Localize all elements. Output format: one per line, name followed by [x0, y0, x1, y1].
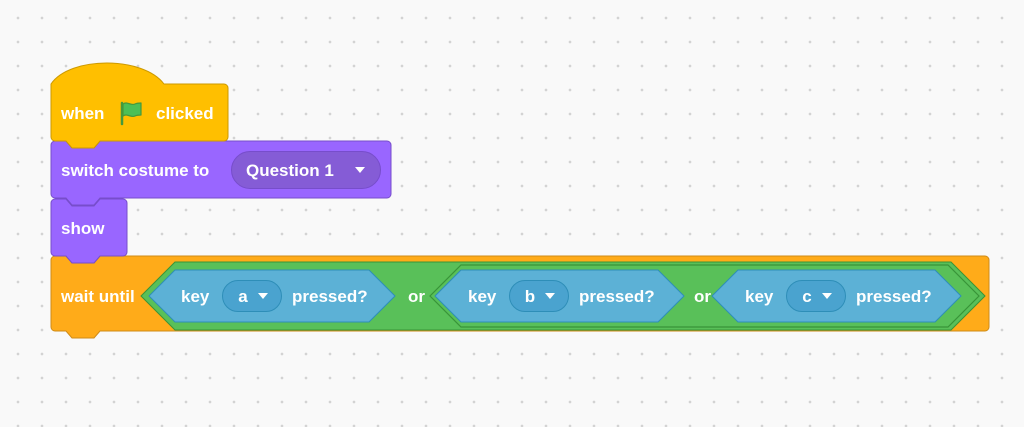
or-label: or	[694, 287, 711, 306]
key-b-dropdown[interactable]: b	[509, 280, 569, 312]
pressed-label: pressed?	[579, 287, 655, 306]
clicked-label: clicked	[156, 104, 214, 123]
key-label: key	[181, 287, 210, 306]
when-label: when	[61, 104, 105, 123]
chevron-down-icon	[355, 167, 365, 173]
costume-dropdown[interactable]: Question 1	[231, 151, 381, 189]
or-label: or	[408, 287, 425, 306]
pressed-label: pressed?	[292, 287, 368, 306]
green-flag-icon	[120, 101, 142, 126]
key-dropdown-value: b	[524, 287, 536, 306]
key-label: key	[468, 287, 497, 306]
key-label: key	[745, 287, 774, 306]
switch-costume-label: switch costume to	[61, 161, 210, 180]
chevron-down-icon	[822, 293, 832, 299]
chevron-down-icon	[545, 293, 555, 299]
key-dropdown-value: a	[238, 287, 248, 306]
key-a-dropdown[interactable]: a	[222, 280, 282, 312]
key-dropdown-value: c	[802, 287, 812, 306]
pressed-label: pressed?	[856, 287, 932, 306]
key-c-dropdown[interactable]: c	[786, 280, 846, 312]
show-label: show	[61, 219, 105, 238]
costume-dropdown-value: Question 1	[246, 161, 334, 180]
show-block[interactable]	[50, 198, 128, 264]
chevron-down-icon	[258, 293, 268, 299]
wait-until-label: wait until	[61, 287, 135, 306]
